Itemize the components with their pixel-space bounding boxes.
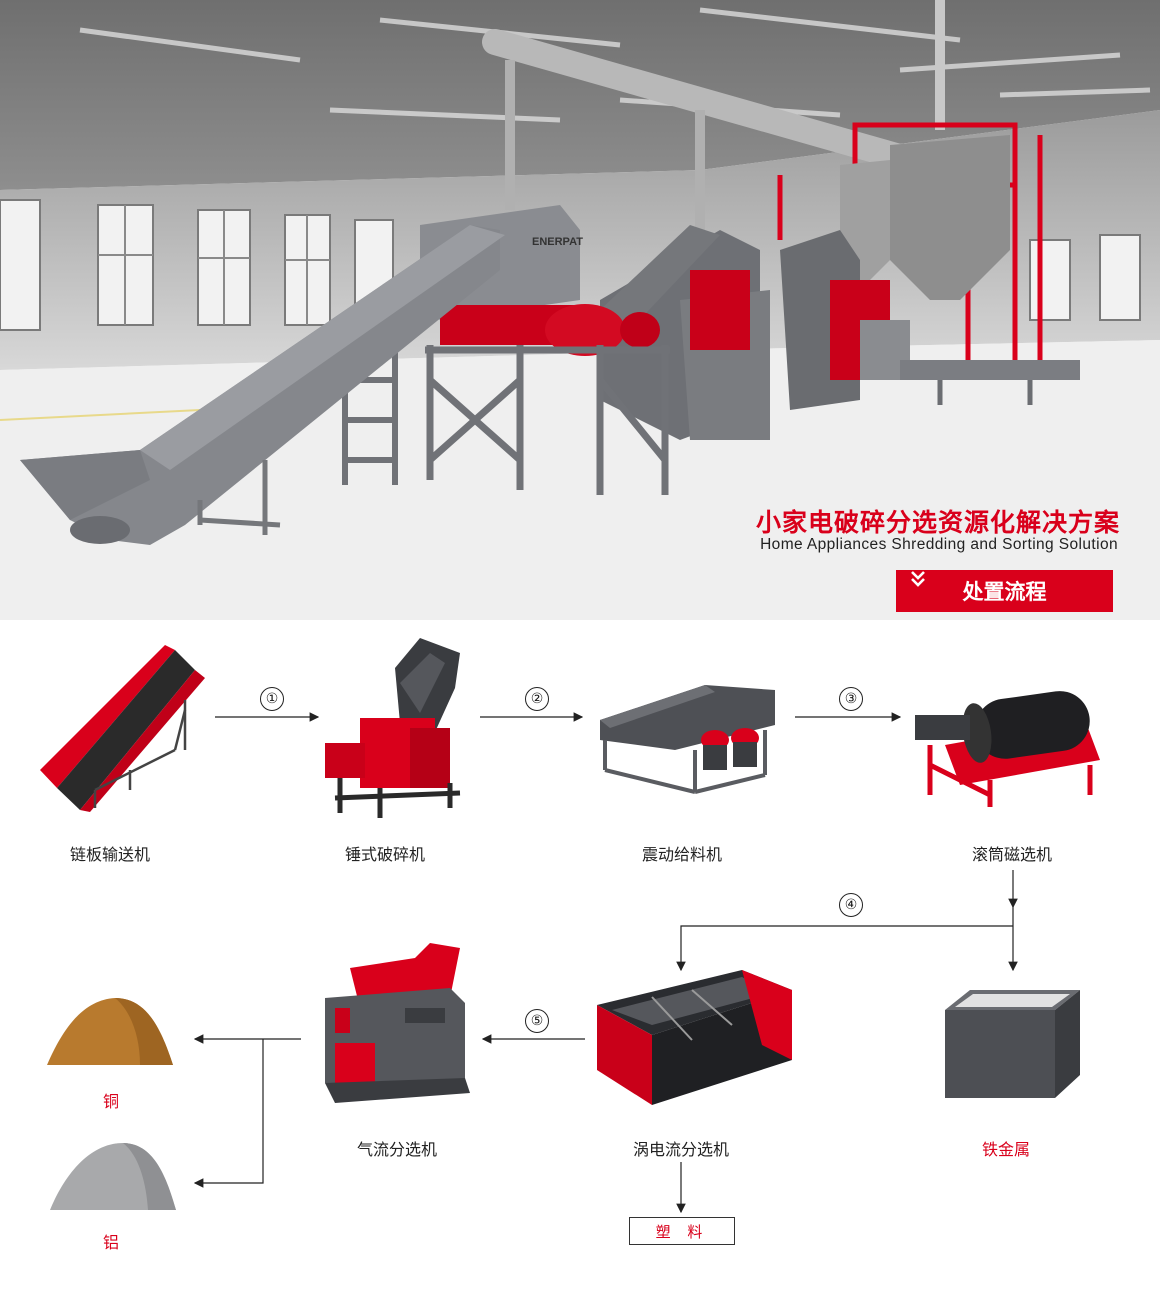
hero-title-en: Home Appliances Shredding and Sorting So… [760,536,1118,553]
label-aluminum: 铝 [102,1233,120,1252]
label-hammer-crusher: 锤式破碎机 [344,845,426,864]
arrow-to-aluminum [193,1039,264,1188]
label-iron: 铁金属 [981,1140,1031,1159]
label-vibration-feeder: 震动给料机 [641,845,723,864]
step-number-5: ⑤ [525,1009,549,1033]
label-air-separator: 气流分选机 [356,1140,438,1159]
eddy-current-separator-image [597,970,792,1105]
hammer-crusher-image [325,638,461,818]
drum-magnet-image [915,691,1100,807]
step-number-3: ③ [839,687,863,711]
label-copper: 铜 [102,1092,120,1111]
brand-logo-text: ENERPAT [532,236,583,248]
double-chevron-down-icon [911,571,925,587]
label-eddy-current-separator: 涡电流分选机 [632,1140,730,1159]
factory-scene-illustration: ENERPAT [0,0,1160,620]
step-number-4: ④ [839,893,863,917]
label-plastic: 塑 料 [629,1217,735,1245]
aluminum-pile-image [50,1143,176,1210]
process-flow-button-label: 处置流程 [962,580,1047,604]
step-number-1: ① [260,687,284,711]
arrow-step-4 [676,925,1013,972]
hero-banner: ENERPAT 小家电破碎分选资 [0,0,1160,620]
step-number-2: ② [525,687,549,711]
label-drum-magnet: 滚筒磁选机 [971,845,1053,864]
chain-conveyor-image [40,645,205,812]
hero-title-cn: 小家电破碎分选资源化解决方案 [755,508,1120,537]
vibration-feeder-image [600,685,775,794]
air-separator-image [325,943,470,1103]
copper-pile-image [47,998,173,1065]
process-flow-button[interactable]: 处置流程 [896,570,1113,612]
iron-bin-image [945,990,1080,1098]
label-chain-conveyor: 链板输送机 [69,845,151,864]
